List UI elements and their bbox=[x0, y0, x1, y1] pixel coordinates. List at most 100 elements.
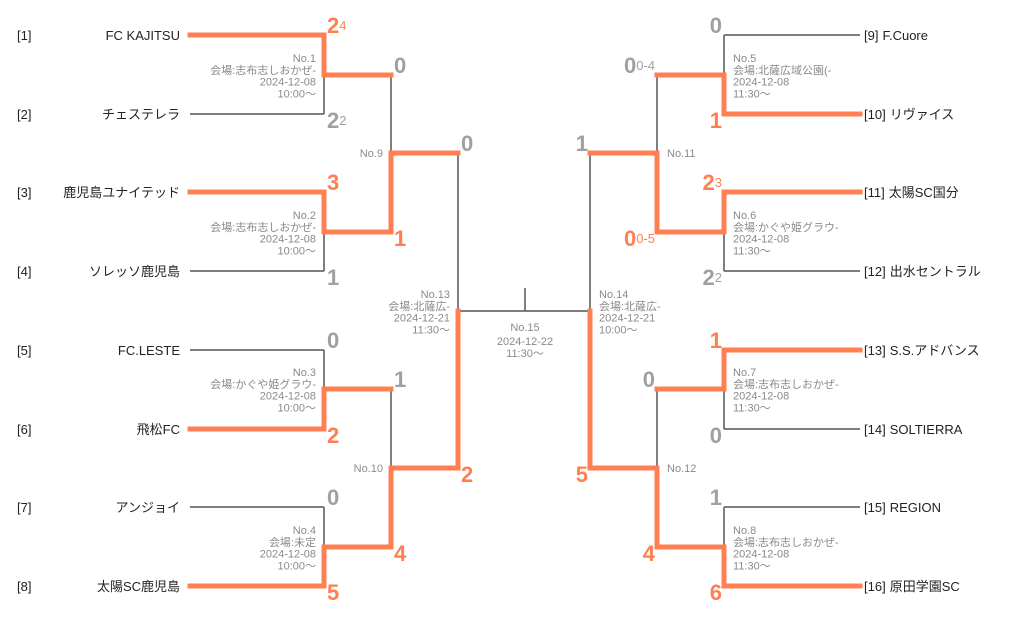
match-number: No.10 bbox=[354, 463, 383, 475]
score-value: 4 bbox=[394, 541, 407, 566]
team-seed: [10] bbox=[864, 107, 886, 122]
match-date: 2024-12-21 bbox=[394, 313, 450, 325]
team-name: 出水セントラル bbox=[890, 264, 981, 279]
score-sub-value: 3 bbox=[715, 175, 722, 190]
team-name: ソレッソ鹿児島 bbox=[89, 264, 180, 279]
match-time: 10:00～ bbox=[599, 324, 638, 336]
score-value: 2 bbox=[327, 13, 339, 38]
winner-paths bbox=[187, 32, 863, 589]
team-name: アンジョイ bbox=[116, 500, 180, 515]
score-value: 2 bbox=[327, 108, 339, 133]
match-venue: 会場:かぐや姫グラウ- bbox=[210, 377, 316, 391]
team-label: [11]太陽SC国分 bbox=[864, 185, 959, 200]
score-value: 1 bbox=[327, 265, 339, 290]
score-value: 0 bbox=[643, 367, 655, 392]
score-top: 1 bbox=[394, 367, 406, 392]
team-name: 太陽SC鹿児島 bbox=[97, 579, 180, 594]
team-label: [13]S.S.アドバンス bbox=[864, 343, 980, 358]
team-name: SOLTIERRA bbox=[890, 422, 963, 437]
final-number: No.15 bbox=[510, 322, 539, 334]
match-venue: 会場:北薩広- bbox=[599, 300, 661, 313]
score-top: 00-4 bbox=[624, 53, 655, 78]
score-value: 1 bbox=[394, 367, 406, 392]
score-value: 1 bbox=[710, 108, 722, 133]
team-name: FC KAJITSU bbox=[106, 28, 180, 43]
score-sub-value: 0-4 bbox=[636, 58, 655, 73]
team-seed: [1] bbox=[17, 28, 31, 43]
score-top: 0 bbox=[710, 13, 722, 38]
score-bottom: 4 bbox=[394, 541, 407, 566]
team-seed: [7] bbox=[17, 500, 31, 515]
team-name: S.S.アドバンス bbox=[890, 343, 980, 358]
match-venue: 会場:志布志しおかぜ- bbox=[210, 221, 316, 234]
match-time: 10:00～ bbox=[277, 245, 316, 257]
score-value: 0 bbox=[624, 226, 636, 251]
match-date: 2024-12-08 bbox=[260, 234, 316, 246]
score-value: 2 bbox=[461, 462, 473, 487]
match-number: No.7 bbox=[733, 367, 756, 379]
score-value: 1 bbox=[394, 226, 406, 251]
team-name: REGION bbox=[890, 500, 941, 515]
match-number: No.2 bbox=[293, 210, 316, 222]
match-time: 11:30～ bbox=[733, 402, 771, 414]
score-value: 6 bbox=[710, 580, 722, 605]
match-info-m11: No.11 bbox=[667, 148, 696, 160]
team-seed: [14] bbox=[864, 422, 886, 437]
score-value: 5 bbox=[576, 462, 588, 487]
match-date: 2024-12-21 bbox=[599, 313, 655, 325]
score-bottom: 1 bbox=[710, 108, 722, 133]
bracket-labels: [1]FC KAJITSU[2]チェステレラ[3]鹿児島ユナイテッド[4]ソレッ… bbox=[17, 13, 981, 605]
match-number: No.4 bbox=[293, 525, 316, 537]
match-venue: 会場:志布志しおかぜ- bbox=[733, 536, 839, 549]
team-name: 飛松FC bbox=[137, 422, 180, 437]
team-label: [9]F.Cuore bbox=[864, 28, 928, 43]
match-time: 11:30～ bbox=[412, 324, 450, 336]
match-number: No.3 bbox=[293, 367, 316, 379]
team-name: 鹿児島ユナイテッド bbox=[63, 185, 180, 200]
match-number: No.13 bbox=[421, 289, 450, 301]
team-name: 原田学園SC bbox=[890, 579, 960, 594]
score-bottom: 6 bbox=[710, 580, 722, 605]
match-number: No.6 bbox=[733, 210, 756, 222]
score-top: 0 bbox=[394, 53, 406, 78]
score-top: 0 bbox=[643, 367, 655, 392]
team-seed: [8] bbox=[17, 579, 31, 594]
team-seed: [2] bbox=[17, 107, 31, 122]
score-value: 2 bbox=[703, 265, 715, 290]
match-time: 10:00～ bbox=[277, 402, 316, 414]
match-time: 11:30～ bbox=[733, 245, 771, 257]
match-number: No.11 bbox=[667, 148, 696, 160]
team-name: F.Cuore bbox=[882, 28, 928, 43]
score-value: 0 bbox=[327, 328, 339, 353]
team-seed: [4] bbox=[17, 264, 31, 279]
match-date: 2024-12-08 bbox=[733, 391, 789, 403]
match-date: 2024-12-08 bbox=[260, 77, 316, 89]
match-venue: 会場:未定 bbox=[269, 535, 316, 549]
team-label: [12]出水セントラル bbox=[864, 264, 981, 279]
match-venue: 会場:志布志しおかぜ- bbox=[210, 64, 316, 77]
match-time: 11:30～ bbox=[733, 88, 771, 100]
score-sub-value: 4 bbox=[339, 18, 346, 33]
team-name: FC.LESTE bbox=[118, 343, 180, 358]
score-bottom: 00-5 bbox=[624, 226, 655, 251]
score-value: 0 bbox=[461, 131, 473, 156]
score-bottom: 22 bbox=[327, 108, 346, 133]
bracket-lines bbox=[190, 34, 860, 547]
team-seed: [16] bbox=[864, 579, 886, 594]
score-value: 1 bbox=[710, 328, 722, 353]
final-date: 2024-12-22 bbox=[497, 336, 553, 348]
score-top: 1 bbox=[710, 485, 722, 510]
team-seed: [3] bbox=[17, 185, 31, 200]
team-name: リヴァイス bbox=[890, 107, 955, 122]
team-name: 太陽SC国分 bbox=[889, 185, 959, 200]
match-number: No.8 bbox=[733, 525, 756, 537]
